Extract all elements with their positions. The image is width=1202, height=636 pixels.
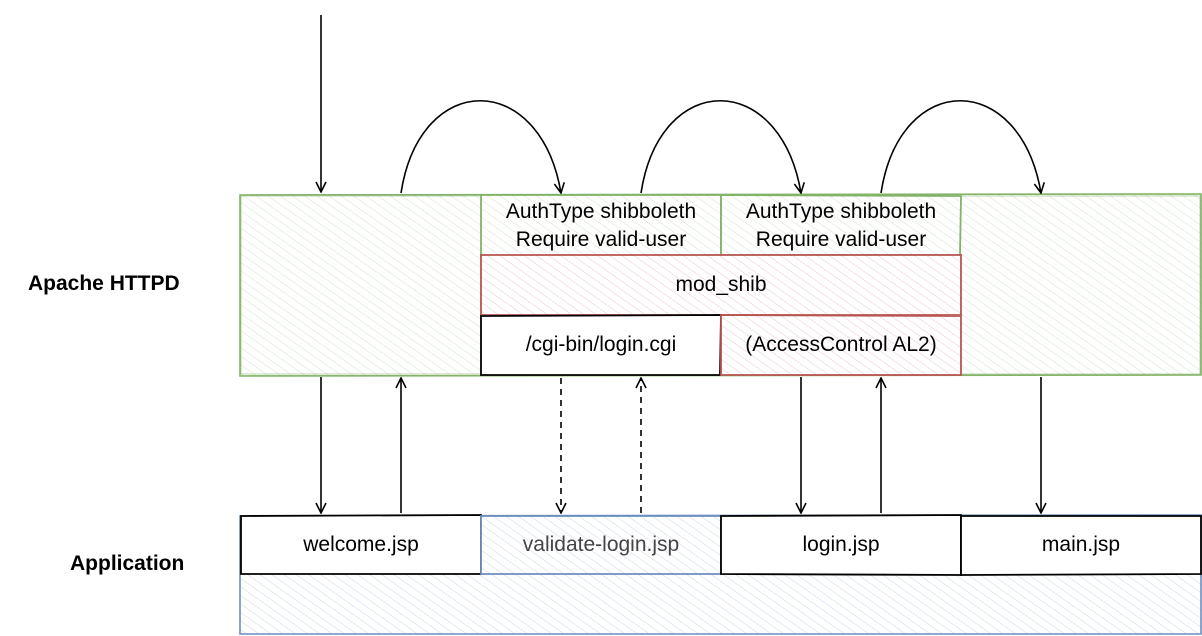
validate-login-box <box>480 515 722 575</box>
login-box <box>720 514 962 576</box>
mod-shib-box <box>480 254 962 316</box>
login-cgi-box <box>480 314 722 376</box>
lane-label-httpd: Apache HTTPD <box>28 272 180 295</box>
auth-box-2-label: AuthType shibboleth Require valid-user <box>721 197 961 255</box>
mod-shib-label: mod_shib <box>675 273 767 296</box>
auth-box-1-label: AuthType shibboleth Require valid-user <box>481 197 721 255</box>
lane-label-application: Application <box>70 552 185 575</box>
login-cgi-label: /cgi-bin/login.cgi <box>525 333 677 356</box>
auth-box-1 <box>480 194 722 257</box>
redirect-arc-1 <box>400 99 561 193</box>
main-label: main.jsp <box>1041 533 1121 556</box>
access-control-label: (AccessControl AL2) <box>745 333 937 356</box>
main-box <box>960 515 1202 576</box>
access-control-box <box>720 314 962 376</box>
auth-box-2 <box>720 194 962 256</box>
login-label: login.jsp <box>802 533 880 556</box>
validate-login-label: validate-login.jsp <box>522 533 680 556</box>
welcome-label: welcome.jsp <box>303 533 419 556</box>
auth-box-1-line2: Require valid-user <box>515 228 687 251</box>
auth-box-2-line2: Require valid-user <box>755 228 927 251</box>
auth-box-1-line1: AuthType shibboleth <box>505 200 697 223</box>
auth-box-2-line1: AuthType shibboleth <box>745 200 937 223</box>
redirect-arc-3 <box>880 99 1041 193</box>
redirect-arc-2 <box>640 99 801 193</box>
